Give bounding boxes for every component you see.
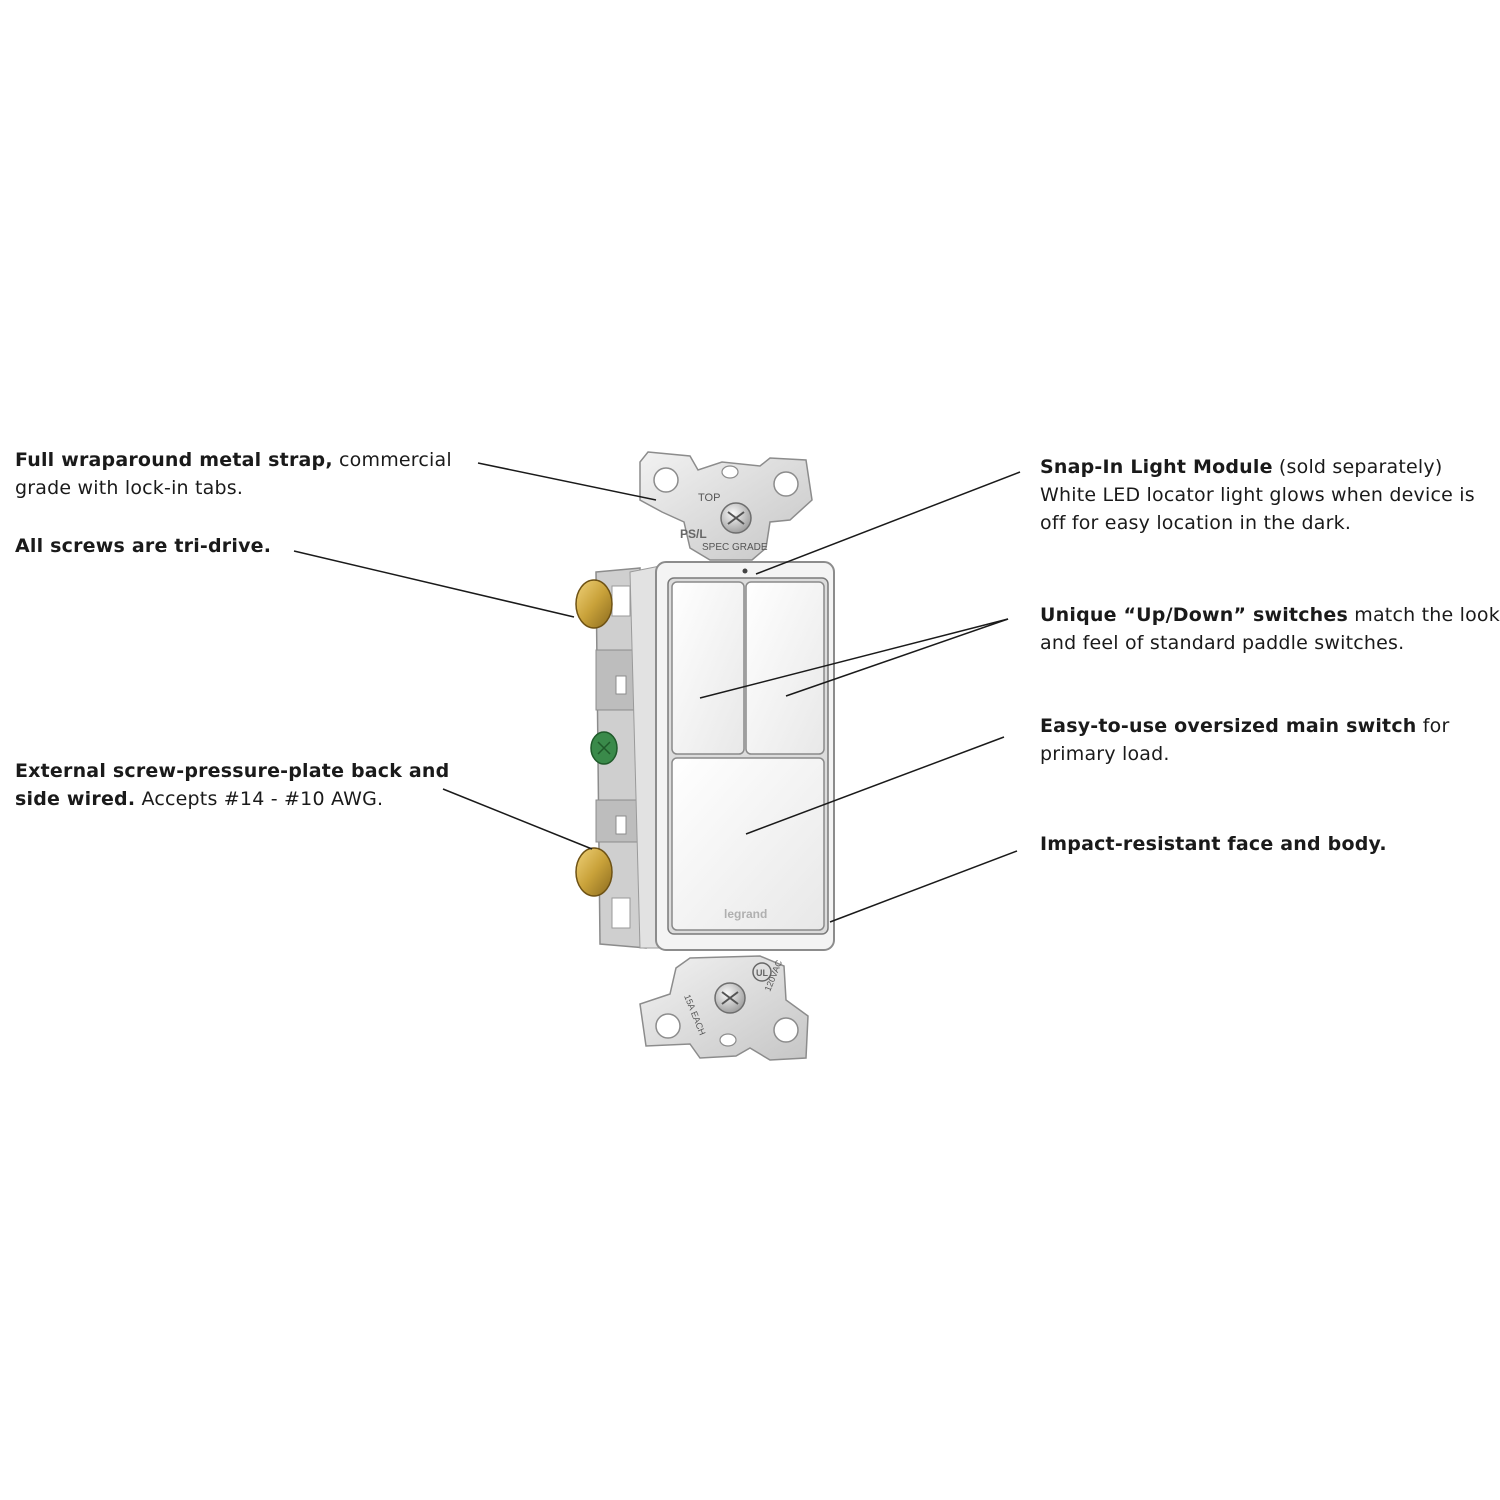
leader-line-pressure [442, 788, 593, 850]
callout-pressure-plate: External screw-pressure-plate back and s… [15, 757, 455, 813]
callout-light-module-text: (sold separately) White LED locator ligh… [1040, 456, 1475, 534]
main-switch[interactable] [671, 757, 825, 931]
top-mounting-strap: TOP PS/L SPEC GRADE [639, 451, 813, 561]
callout-tri-drive-screws: All screws are tri-drive. [15, 532, 435, 560]
brand-logo: legrand [724, 907, 767, 921]
callout-impact-resistant-title: Impact-resistant face and body. [1040, 833, 1387, 855]
callout-metal-strap-text: commercial grade with lock-in tabs. [15, 449, 452, 499]
strap-hole-icon [655, 1013, 681, 1039]
callout-up-down-switches-text: match the look and feel of standard padd… [1040, 604, 1500, 654]
leader-lines [293, 462, 1021, 923]
callout-main-switch-title: Easy-to-use oversized main switch [1040, 715, 1417, 737]
callout-pressure-plate-text: Accepts #14 - #10 AWG. [135, 788, 384, 810]
callout-light-module: Snap-In Light Module (sold separately) W… [1040, 453, 1490, 537]
ul-mark-icon [752, 962, 772, 982]
callout-metal-strap: Full wraparound metal strap, commercial … [15, 446, 475, 502]
brass-terminal-screw-icon [575, 579, 613, 629]
leader-line-updown-right [785, 618, 1009, 697]
callout-main-switch: Easy-to-use oversized main switch for pr… [1040, 712, 1490, 768]
ul-mark-text: UL [756, 968, 768, 978]
leader-line-strap [477, 462, 657, 501]
callout-main-switch-text: for primary load. [1040, 715, 1450, 765]
strap-psl-logo: PS/L [680, 527, 707, 541]
callout-impact-resistant: Impact-resistant face and body. [1040, 830, 1490, 858]
callout-pressure-plate-title: External screw-pressure-plate back and s… [15, 760, 450, 810]
device-body [575, 565, 665, 949]
leader-line-main [745, 736, 1005, 835]
leader-line-updown-left [699, 618, 1009, 699]
up-down-switch-right[interactable] [745, 581, 825, 755]
up-down-switch-left[interactable] [671, 581, 745, 755]
bottom-mounting-strap: UL 15A EACH 120VAC [639, 955, 809, 1061]
strap-spec-grade-marking: SPEC GRADE [702, 542, 768, 553]
strap-hole-icon [773, 471, 799, 497]
strap-hole-icon [773, 1017, 799, 1043]
callout-up-down-switches-title: Unique “Up/Down” switches [1040, 604, 1348, 626]
leader-line-impact [829, 850, 1018, 923]
callout-up-down-switches: Unique “Up/Down” switches match the look… [1040, 601, 1500, 657]
callout-tri-drive-screws-title: All screws are tri-drive. [15, 535, 272, 557]
strap-top-marking: TOP [698, 492, 720, 504]
strap-hole-icon [653, 467, 679, 493]
callout-metal-strap-title: Full wraparound metal strap, [15, 449, 333, 471]
brass-terminal-screw-icon [575, 847, 613, 897]
callout-light-module-title: Snap-In Light Module [1040, 456, 1273, 478]
leader-line-screws [293, 550, 575, 618]
leader-line-light [755, 471, 1021, 575]
locator-light-icon [742, 568, 748, 574]
